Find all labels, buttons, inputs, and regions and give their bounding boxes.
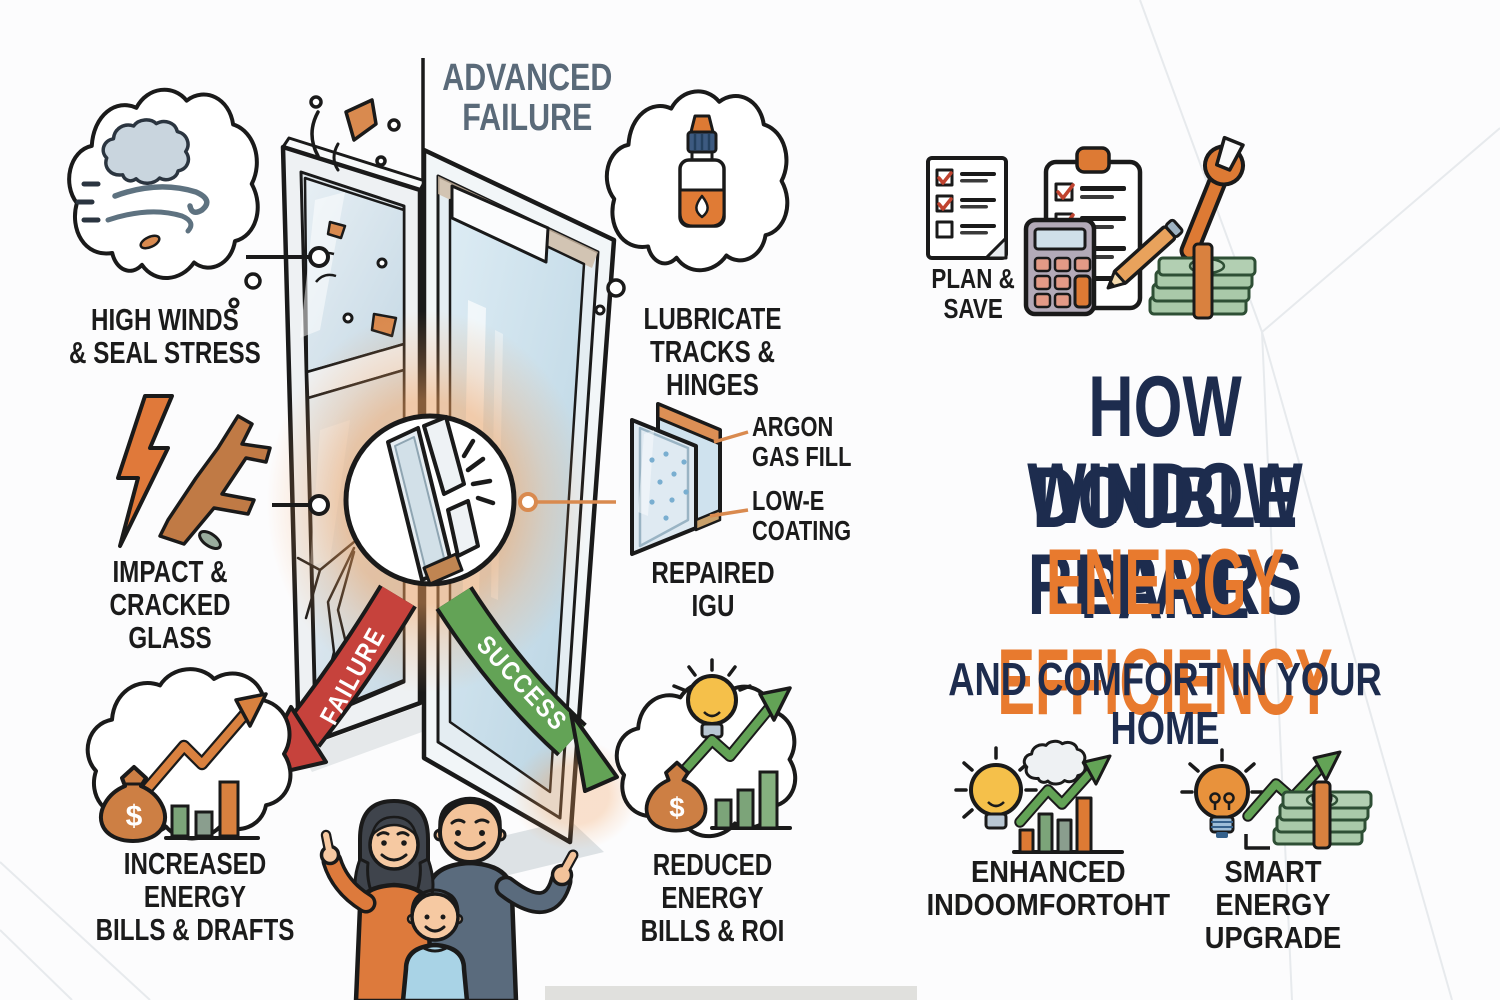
smart-energy-icon — [1180, 748, 1373, 850]
argon-gas-label: ARGON GAS FILL — [752, 411, 852, 472]
increased-bills-icon: $ — [88, 669, 291, 843]
failed-igu-magnifier — [343, 413, 517, 587]
calculator-icon — [1023, 217, 1097, 317]
lightning-icon — [116, 394, 174, 548]
bar-chart-icon — [710, 770, 792, 830]
bulb-icon — [1180, 748, 1264, 838]
subtitle: AND COMFORT IN YOUR HOME — [948, 653, 1382, 754]
lubricate-thought-bubble — [594, 91, 787, 316]
low-e-coating-layer — [656, 402, 722, 446]
growth-arrow-icon — [758, 686, 792, 722]
wrench-icon — [1179, 135, 1245, 261]
increased-bills-label: INCREASED ENERGY BILLS & DRAFTS — [95, 846, 295, 947]
growth-arrow-icon — [1082, 754, 1112, 786]
title-line1: HOW DOUBLE PANE — [1032, 359, 1298, 638]
growth-arrow-icon — [1312, 750, 1342, 782]
igu-callout-lines — [709, 430, 749, 518]
impact-marks — [461, 438, 496, 506]
reduced-bills-icon: $ — [614, 658, 798, 839]
money-bag-icon: $ — [644, 760, 708, 833]
bulb-icon — [954, 746, 1038, 830]
cash-stack-icon — [1148, 242, 1257, 320]
bar-chart-icon — [164, 780, 260, 840]
plan-save-label: PLAN & SAVE — [931, 263, 1015, 324]
title-line3: ENERGY EFFICIENCY — [997, 529, 1333, 734]
flying-shards — [309, 95, 401, 172]
oil-bottle-icon — [678, 114, 726, 228]
callout-connectors — [246, 246, 616, 516]
family-illustration — [319, 796, 579, 1000]
pencil-icon — [1106, 218, 1184, 290]
enhanced-comfort-label: ENHANCED INDOOMFORTOHT — [926, 854, 1170, 922]
plan-save-checklist-icon — [926, 156, 1008, 260]
planning-tools-cluster — [1023, 135, 1257, 320]
impact-icon — [116, 394, 272, 550]
high-winds-label: HIGH WINDS & SEAL STRESS — [69, 302, 261, 370]
up-arrow-icon — [234, 692, 268, 728]
igu-cross-section — [630, 402, 722, 556]
smart-energy-label: SMART ENERGY UPGRADE — [1204, 854, 1342, 955]
impact-label: IMPACT & CRACKED GLASS — [109, 554, 231, 655]
bulb-icon — [672, 658, 752, 739]
dollar-glyph: $ — [126, 800, 143, 833]
advanced-failure-label: ADVANCED FAILURE — [441, 57, 613, 140]
wind-icon — [75, 119, 210, 250]
reduced-bills-label: REDUCED ENERGY BILLS & ROI — [640, 847, 785, 948]
title-line2: WINDOW REPAIRS — [1027, 446, 1303, 634]
bar-chart-icon — [1012, 796, 1124, 854]
branch-icon — [158, 414, 272, 546]
argon-gas-dots — [649, 451, 689, 521]
low-e-label: LOW-E COATING — [752, 485, 852, 546]
heat-glow-low — [500, 730, 650, 860]
lubricate-label: LUBRICATE TRACKS & HINGES — [643, 301, 782, 402]
repaired-igu-label: REPAIRED IGU — [650, 555, 775, 623]
success-arrow — [435, 586, 619, 793]
money-bag-icon: $ — [99, 765, 167, 843]
cash-stack-icon — [1272, 780, 1373, 850]
enhanced-comfort-icon — [954, 740, 1124, 854]
dollar-glyph: $ — [669, 792, 684, 823]
wind-thought-bubble — [69, 90, 262, 309]
